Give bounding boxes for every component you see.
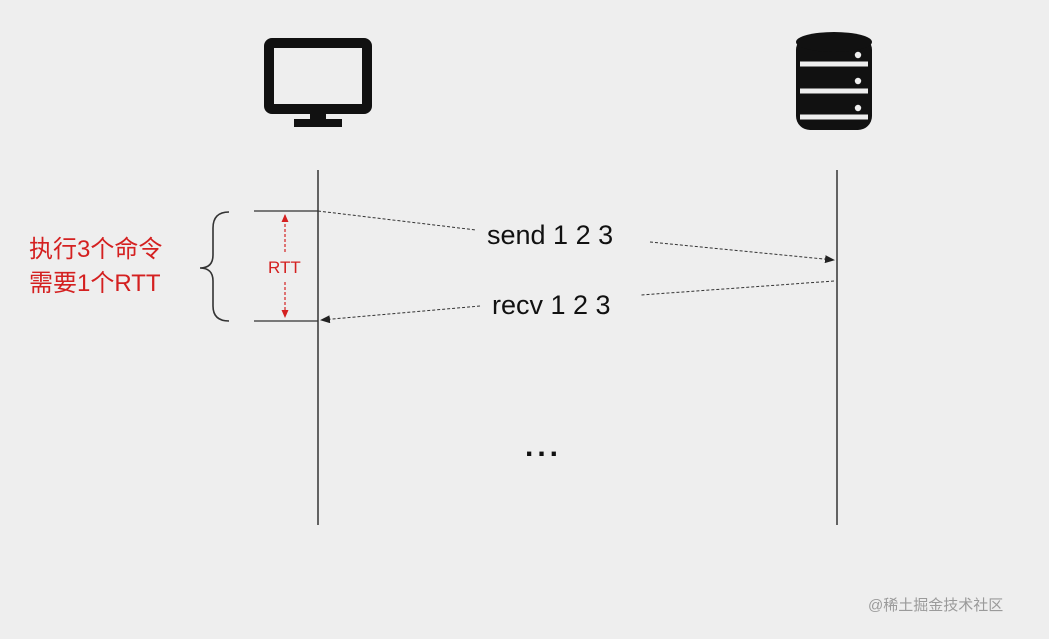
watermark: @稀土掘金技术社区 xyxy=(868,597,1004,614)
annotation-line-2: 需要1个RTT xyxy=(29,270,161,297)
ellipsis: ... xyxy=(525,430,563,463)
rtt-label: RTT xyxy=(268,258,301,277)
database-icon xyxy=(796,32,872,130)
curly-brace xyxy=(199,211,230,322)
recv-arrow xyxy=(320,280,835,324)
recv-label: recv 1 2 3 xyxy=(492,290,611,320)
send-arrow xyxy=(317,210,835,264)
monitor-icon xyxy=(264,38,372,127)
send-label: send 1 2 3 xyxy=(487,220,614,250)
annotation-line-1: 执行3个命令 xyxy=(29,236,163,263)
